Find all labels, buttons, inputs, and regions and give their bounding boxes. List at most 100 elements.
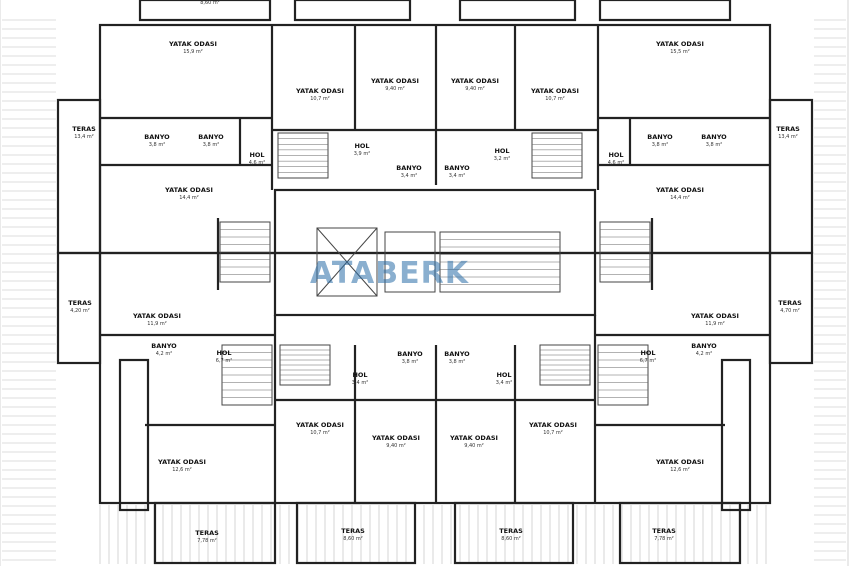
room-area: 3,8 m² (402, 359, 418, 365)
room-name: TERAS (652, 527, 676, 535)
room-name: TERAS (341, 527, 365, 535)
room-area: 3,8 m² (203, 142, 219, 148)
room-name: YATAK ODASI (295, 87, 344, 95)
room-area: 7,78 m² (654, 536, 674, 542)
room-name: YATAK ODASI (530, 87, 579, 95)
room-name: YATAK ODASI (449, 434, 498, 442)
room-area: 13,4 m² (74, 134, 94, 140)
room-area: 10,7 m² (310, 430, 330, 436)
room-name: HOL (352, 371, 367, 379)
room-area: 3,8 m² (706, 142, 722, 148)
room-name: TERAS (195, 529, 219, 537)
room-name: HOL (494, 147, 509, 155)
room-name: HOL (640, 349, 655, 357)
room-name: YATAK ODASI (655, 40, 704, 48)
room-name: BANYO (144, 133, 170, 141)
room-area: 11,9 m² (705, 321, 725, 327)
room-name: BANYO (691, 342, 717, 350)
room-name: HOL (216, 349, 231, 357)
roof-hatch-lines (2, 19, 846, 564)
room-area: 4,6 m² (249, 160, 265, 166)
room-name: BANYO (444, 164, 470, 172)
room-area: 3,9 m² (354, 151, 370, 157)
room-area: 4,2 m² (696, 351, 712, 357)
room-area: 15,9 m² (183, 49, 203, 55)
room-name: HOL (249, 151, 264, 159)
room-area: 4,2 m² (156, 351, 172, 357)
room-name: BANYO (396, 164, 422, 172)
room-name: BANYO (151, 342, 177, 350)
room-area: 14,4 m² (179, 195, 199, 201)
room-area: 3,8 m² (149, 142, 165, 148)
room-area: 10,7 m² (310, 96, 330, 102)
room-area: 3,8 m² (652, 142, 668, 148)
room-name: BANYO (397, 350, 423, 358)
room-area: 7,78 m² (197, 538, 217, 544)
room-name: YATAK ODASI (528, 421, 577, 429)
room-name: YATAK ODASI (295, 421, 344, 429)
room-area: 12,6 m² (172, 467, 192, 473)
room-area: 8,60 m² (501, 536, 521, 542)
room-name: YATAK ODASI (450, 77, 499, 85)
room-name: BANYO (444, 350, 470, 358)
room-area: 11,9 m² (147, 321, 167, 327)
room-area: 3,4 m² (496, 380, 512, 386)
room-name: HOL (608, 151, 623, 159)
room-area: 6,7 m² (216, 358, 232, 364)
room-name: YATAK ODASI (655, 186, 704, 194)
room-area: 10,7 m² (543, 430, 563, 436)
room-area: 9,40 m² (465, 86, 485, 92)
room-area: 15,5 m² (670, 49, 690, 55)
room-area: 3,4 m² (401, 173, 417, 179)
room-name: HOL (354, 142, 369, 150)
room-area: 9,40 m² (464, 443, 484, 449)
room-label: 8,60 m² (200, 0, 220, 6)
watermark: ATABERK (310, 256, 470, 291)
room-name: TERAS (68, 299, 92, 307)
room-area: 13,4 m² (778, 134, 798, 140)
room-name: TERAS (499, 527, 523, 535)
room-name: YATAK ODASI (370, 77, 419, 85)
room-name: BANYO (198, 133, 224, 141)
room-name: YATAK ODASI (132, 312, 181, 320)
room-area: 6,7 m² (640, 358, 656, 364)
room-name: YATAK ODASI (168, 40, 217, 48)
